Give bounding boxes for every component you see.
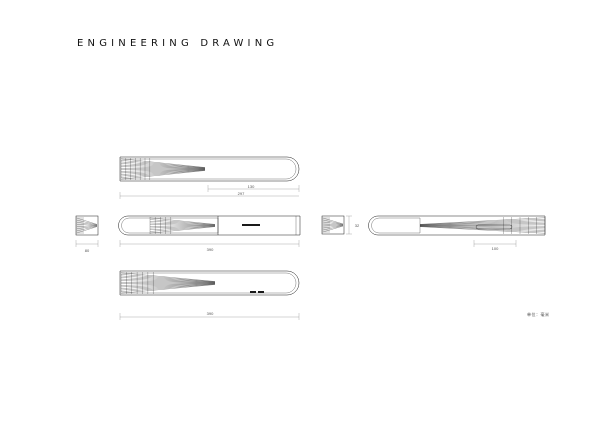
top-view bbox=[119, 156, 300, 182]
page-title: ENGINEERING DRAWING bbox=[77, 38, 279, 49]
dim-front-length: 390 bbox=[207, 247, 214, 252]
dim-bottom-length: 390 bbox=[207, 311, 214, 316]
unit-label: 单位：毫米 bbox=[527, 312, 550, 317]
front-view bbox=[118, 215, 301, 236]
dim-rear-inner: 100 bbox=[492, 246, 499, 251]
rear-view bbox=[368, 215, 546, 236]
dim-top-length: 297 bbox=[238, 191, 245, 196]
dim-top-inner: 130 bbox=[248, 184, 255, 189]
bottom-view bbox=[119, 270, 300, 296]
left-end-view bbox=[75, 215, 99, 236]
right-end-view bbox=[321, 215, 345, 235]
dim-left-end-width: 80 bbox=[85, 248, 90, 253]
dim-right-end-height: 32 bbox=[355, 223, 360, 228]
